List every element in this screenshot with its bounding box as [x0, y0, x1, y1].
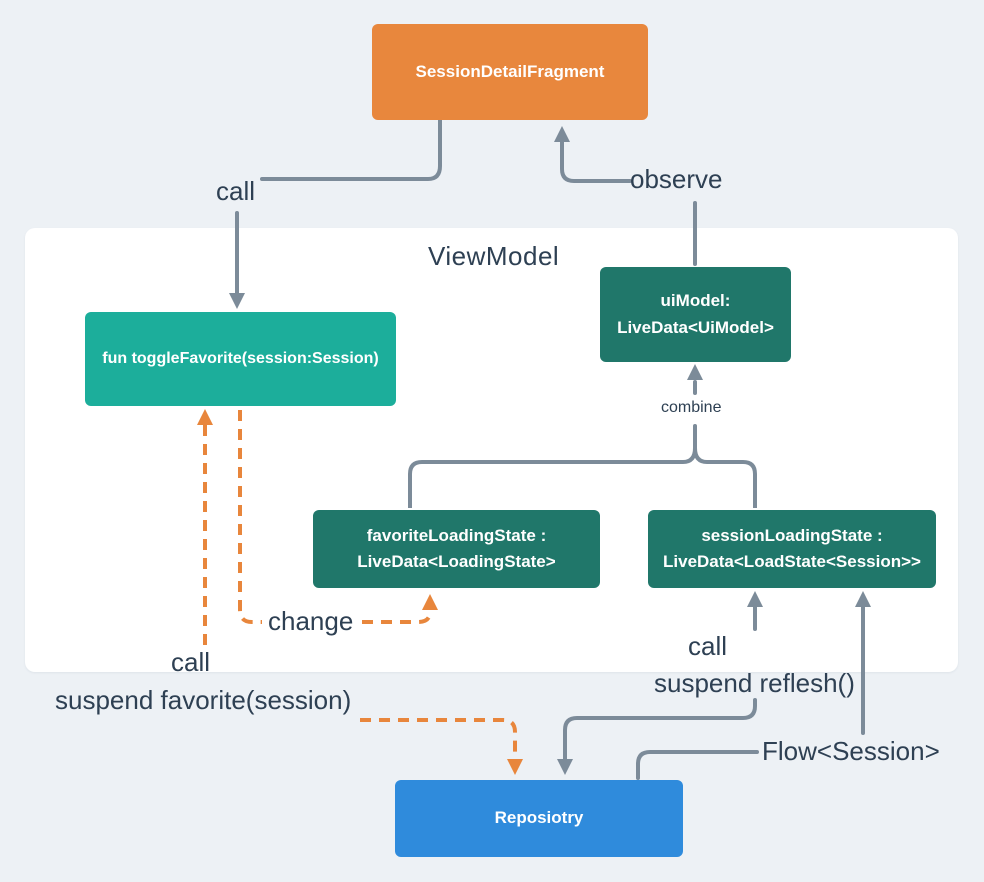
- node-favorite-loading-state: favoriteLoadingState : LiveData<LoadingS…: [313, 510, 600, 588]
- arrowhead-into-fragment: [554, 126, 570, 142]
- edge-refresh-to-repository: [563, 698, 757, 761]
- edge-label-call-left: call: [171, 647, 211, 677]
- node-uimodel-line2: LiveData<UiModel>: [617, 317, 774, 337]
- edge-label-suspend-reflesh: suspend reflesh(): [654, 668, 855, 698]
- node-session-loading-state: sessionLoadingState : LiveData<LoadState…: [648, 510, 936, 588]
- node-uimodel-livedata: uiModel: LiveData<UiModel>: [600, 267, 791, 362]
- edge-fragment-to-call: [260, 118, 442, 181]
- arrowhead-orange-into-repository: [507, 759, 523, 775]
- edge-label-change: change: [268, 606, 354, 636]
- edge-label-call-top: call: [216, 176, 256, 206]
- node-favorite-loading-state-line2: LiveData<LoadingState>: [357, 552, 556, 571]
- edge-repository-to-flow: [636, 750, 759, 780]
- node-repository: Reposiotry: [395, 780, 683, 857]
- node-uimodel-line1: uiModel:: [660, 291, 731, 311]
- viewmodel-title: ViewModel: [428, 241, 560, 271]
- edge-label-suspend-favorite: suspend favorite(session): [55, 685, 352, 715]
- viewmodel-container: [25, 228, 958, 672]
- edge-suspendfavorite-to-repository: [360, 718, 517, 757]
- node-favorite-loading-state-line1: favoriteLoadingState :: [366, 525, 547, 545]
- node-repository-label: Reposiotry: [494, 808, 584, 828]
- node-session-loading-state-line1: sessionLoadingState :: [701, 525, 883, 545]
- node-session-detail-fragment-label: SessionDetailFragment: [415, 61, 605, 81]
- node-session-detail-fragment: SessionDetailFragment: [372, 24, 648, 120]
- edge-observe-to-fragment: [560, 140, 632, 183]
- edge-label-flow-session: Flow<Session>: [762, 736, 940, 766]
- node-toggle-favorite-label: fun toggleFavorite(session:Session): [102, 349, 379, 367]
- edge-label-call-right: call: [688, 631, 728, 661]
- node-toggle-favorite-function: fun toggleFavorite(session:Session): [85, 312, 396, 406]
- edge-label-observe: observe: [630, 164, 723, 194]
- node-session-loading-state-line2: LiveData<LoadState<Session>>: [663, 552, 921, 571]
- edge-label-combine: combine: [661, 399, 722, 416]
- arrowhead-into-repository-gray: [557, 759, 573, 775]
